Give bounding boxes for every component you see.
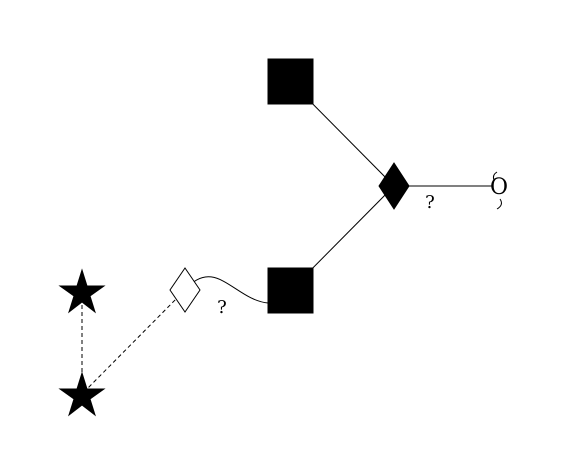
ring-bracket-top-icon: [492, 171, 498, 181]
ring-icon: O: [490, 171, 508, 210]
ring-glyph: O: [490, 175, 508, 200]
black-square-icon: [267, 58, 314, 105]
black-star-icon: [58, 371, 106, 417]
edges: [81, 81, 492, 395]
linkage-label-branch: ?: [425, 192, 435, 213]
nodes: O: [58, 58, 508, 417]
black-diamond-icon: [378, 162, 410, 210]
edge-labels: ? ?: [217, 192, 435, 318]
linkage-label-open: ?: [217, 297, 227, 318]
white-diamond-icon: [169, 267, 201, 313]
black-square-icon: [267, 267, 314, 314]
edge-open-diamond-to-star-bottom: [81, 289, 186, 395]
black-star-icon: [58, 268, 106, 314]
ring-bracket-bottom-icon: [496, 198, 502, 210]
